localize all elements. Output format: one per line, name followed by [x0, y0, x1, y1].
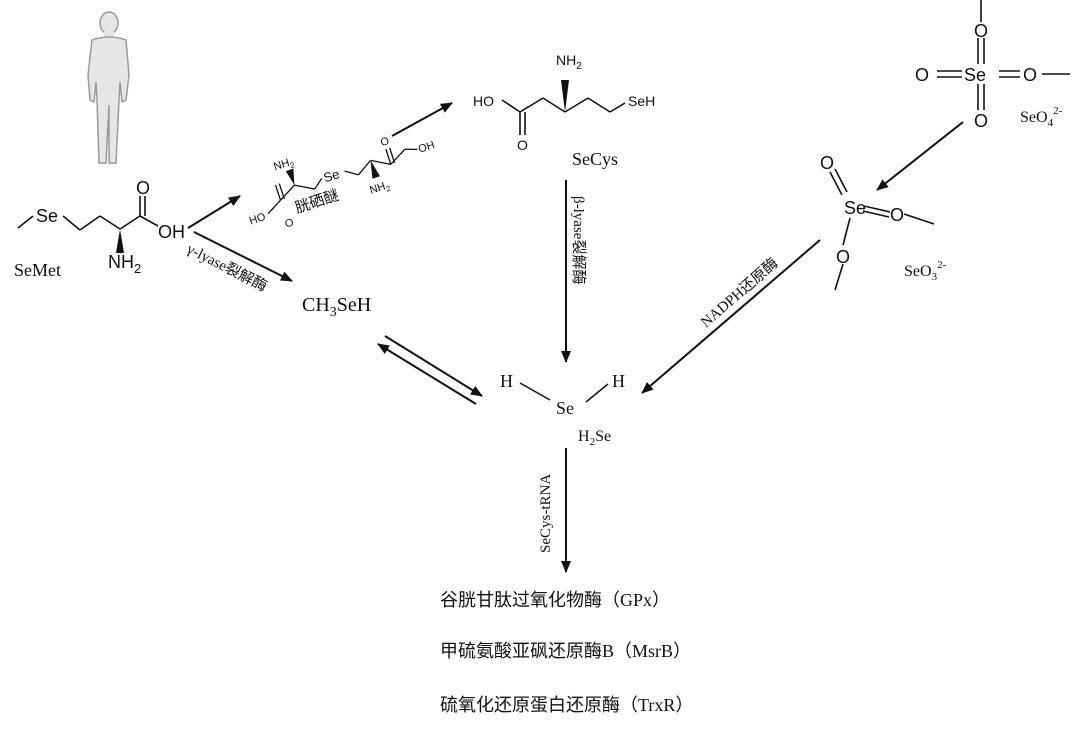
selenate-o-right: O	[1023, 65, 1037, 85]
h2se-h-left: H	[500, 371, 513, 391]
semet-nh2-group: NH2	[108, 252, 141, 276]
selenocystathionine-ho: HO	[248, 211, 268, 228]
selenate-o-bottom: O	[974, 111, 988, 131]
secys-structure	[501, 80, 626, 135]
product-trxr: 硫氧化还原蛋白还原酶（TrxR）	[440, 695, 693, 715]
h2se-se-center: Se	[556, 398, 574, 418]
arrow-ch3seh-to-h2se	[384, 335, 483, 397]
selenite-o-bottom: O	[836, 247, 850, 267]
semet-o-atom: O	[136, 178, 150, 198]
h2se-h-right: H	[612, 371, 625, 391]
product-gpx: 谷胱甘肽过氧化物酶（GPx）	[440, 590, 670, 610]
secys-label: SeCys	[572, 149, 618, 169]
selenate-se-atom: Se	[964, 65, 986, 85]
secys-trna-label: SeCys-tRNA	[538, 474, 554, 553]
secys-seh-group: SeH	[628, 93, 655, 109]
beta-lyase-label: β-lyase裂解酶	[570, 196, 587, 284]
nadph-reductase-label: NADPH还原酶	[697, 255, 781, 331]
arrow-semet-to-ch3seh	[193, 231, 293, 282]
selenate-label: SeO42-	[1020, 105, 1063, 129]
selenocystathionine-structure: HO O NH2 Se O OH NH2	[248, 135, 437, 231]
human-figure-icon	[87, 11, 130, 164]
arrow-semet-to-selenocystathionine	[187, 195, 241, 229]
arrow-selenate-to-selenite	[876, 121, 964, 191]
selenate-structure	[937, 0, 1070, 110]
selenate-o-left: O	[915, 65, 929, 85]
semet-structure	[17, 196, 159, 253]
secys-nh2-group: NH2	[556, 52, 582, 72]
selenite-se-atom: Se	[844, 198, 866, 218]
product-msrb: 甲硫氨酸亚砜还原酶B（MsrB）	[440, 641, 691, 661]
ch3seh-label: CH3SeH	[302, 294, 371, 320]
selenocystathionine-nh2-right: NH2	[368, 179, 392, 199]
selenocystathionine-o-right: O	[379, 135, 391, 149]
selenocystathionine-nh2-left: NH2	[272, 155, 296, 175]
selenite-o-right: O	[890, 205, 904, 225]
selenocystathionine-oh: OH	[417, 139, 436, 156]
semet-label: SeMet	[14, 260, 61, 280]
arrow-selenite-to-h2se	[641, 239, 821, 394]
arrow-h2se-to-ch3seh	[377, 343, 477, 405]
h2se-label: H2Se	[578, 428, 611, 448]
semet-se-atom: Se	[36, 206, 58, 226]
secys-ho-group: HO	[473, 93, 494, 109]
secys-o-atom: O	[517, 137, 528, 153]
selenocystathionine-se-atom: Se	[321, 166, 341, 185]
selenocystathionine-o-left: O	[283, 216, 295, 230]
arrow-selenocystathionine-to-secys	[391, 102, 453, 137]
selenate-o-top: O	[974, 21, 988, 41]
selenite-label: SeO32-	[904, 259, 947, 283]
selenite-structure	[829, 168, 935, 291]
selenite-o-top: O	[820, 153, 834, 173]
selenocystathionine-label: 胱硒醚	[293, 187, 341, 217]
h2se-bonds	[519, 382, 609, 403]
semet-oh-group: OH	[158, 222, 185, 242]
